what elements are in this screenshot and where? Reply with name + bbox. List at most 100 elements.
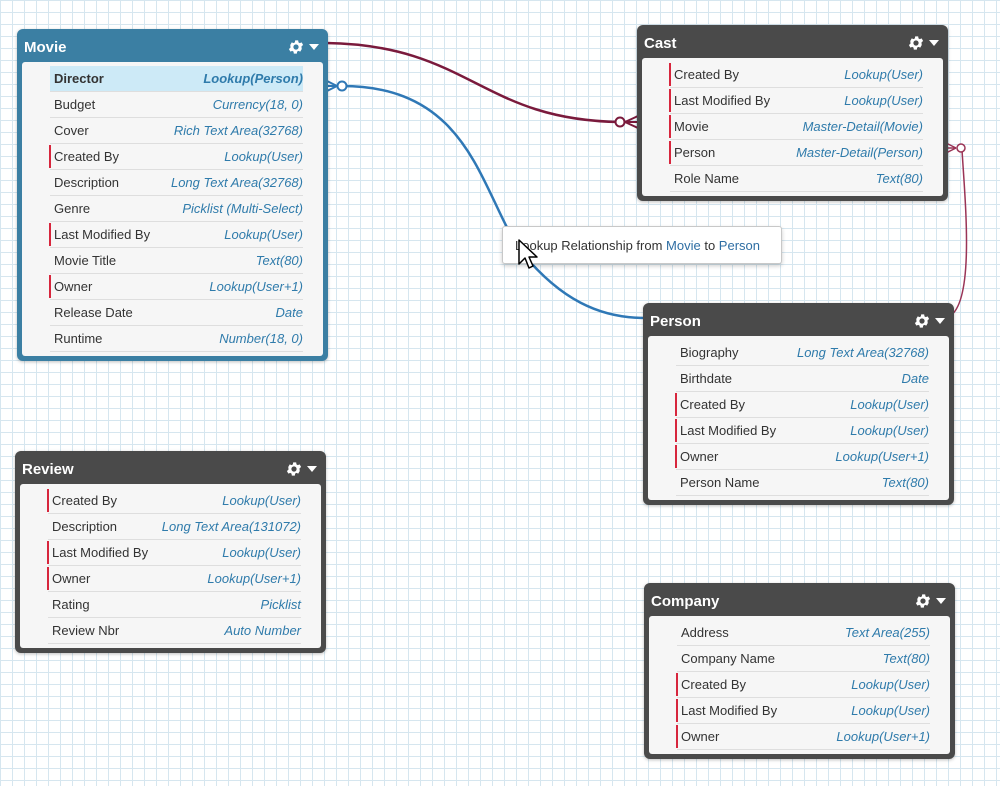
field-row[interactable]: Created By Lookup(User) [47, 488, 301, 514]
field-type: Date [275, 305, 303, 320]
gear-icon [288, 40, 304, 54]
field-type: Lookup(User) [224, 227, 303, 242]
field-row[interactable]: Budget Currency(18, 0) [50, 92, 303, 118]
field-type: Long Text Area(32768) [170, 175, 303, 190]
field-name: Runtime [54, 331, 103, 346]
tooltip-from-object: Movie [666, 237, 701, 253]
movie-cast-master-detail-line[interactable] [325, 41, 621, 124]
field-name: Movie [674, 119, 709, 134]
entity-menu-button[interactable] [287, 38, 319, 56]
field-name: Cover [54, 123, 89, 138]
field-row[interactable]: Description Long Text Area(32768) [50, 170, 303, 196]
field-type: Lookup(User) [844, 93, 923, 108]
cast-crowfoot-movie-icon [614, 115, 639, 129]
field-name: Created By [680, 397, 746, 412]
field-name: Director [54, 71, 104, 86]
field-type: Currency(18, 0) [212, 97, 303, 112]
movie-crowfoot-director-icon [324, 79, 348, 93]
entity-header[interactable]: Cast [640, 28, 945, 58]
field-row[interactable]: Owner Lookup(User+1) [47, 566, 301, 592]
field-name: Budget [54, 97, 96, 112]
entity-title: Movie [24, 38, 67, 56]
field-type: Long Text Area(131072) [161, 519, 301, 534]
field-type: Auto Number [224, 623, 301, 638]
person-cast-master-detail-line[interactable] [949, 149, 968, 317]
field-row[interactable]: Owner Lookup(User+1) [49, 274, 303, 300]
field-name: Genre [54, 201, 91, 216]
field-name: Last Modified By [52, 545, 149, 560]
field-type: Lookup(User+1) [836, 729, 930, 744]
entity-header[interactable]: Person [646, 306, 951, 336]
field-name: Description [54, 175, 120, 190]
field-type: Master-Detail(Person) [796, 145, 923, 160]
field-name: Last Modified By [674, 93, 771, 108]
field-row[interactable]: Movie Title Text(80) [50, 248, 303, 274]
mouse-pointer-icon [518, 239, 538, 269]
field-type: Text(80) [875, 171, 923, 186]
field-type: Date [901, 371, 929, 386]
relationship-tooltip: Lookup Relationship from Movie to Person [502, 226, 782, 264]
entity-header[interactable]: Review [18, 454, 323, 484]
field-name: Created By [674, 67, 740, 82]
entity-menu-button[interactable] [914, 592, 946, 610]
entity-header[interactable]: Movie [20, 32, 325, 62]
field-type: Text Area(255) [844, 625, 930, 640]
field-row[interactable]: Release Date Date [50, 300, 303, 326]
field-name: Created By [52, 493, 118, 508]
entity-menu-button[interactable] [285, 460, 317, 478]
field-name: Last Modified By [681, 703, 778, 718]
field-name: Created By [681, 677, 747, 692]
field-name: Release Date [54, 305, 133, 320]
field-row[interactable]: Director Lookup(Person) [50, 66, 303, 92]
entity-review[interactable]: Review Created By Lookup(User) Description… [15, 451, 326, 653]
field-type: Text(80) [255, 253, 303, 268]
entity-movie[interactable]: Movie Director Lookup(Person) Budget Curren… [17, 29, 328, 361]
field-name: Owner [681, 729, 720, 744]
field-type: Lookup(Person) [203, 71, 303, 86]
field-type: Lookup(User+1) [207, 571, 301, 586]
field-name: Owner [680, 449, 719, 464]
tooltip-middle: to [700, 237, 719, 253]
field-row[interactable]: Movie Master-Detail(Movie) [669, 114, 923, 140]
entity-header[interactable]: Company [647, 586, 952, 616]
field-row[interactable]: Last Modified By Lookup(User) [669, 88, 923, 114]
field-type: Master-Detail(Movie) [802, 119, 923, 134]
field-type: Lookup(User+1) [209, 279, 303, 294]
field-type: Lookup(User) [222, 493, 301, 508]
entity-menu-button[interactable] [907, 34, 939, 52]
field-name: Movie Title [54, 253, 117, 268]
field-type: Lookup(User) [850, 397, 929, 412]
field-type: Picklist [260, 597, 301, 612]
field-row[interactable]: Owner Lookup(User+1) [676, 724, 930, 750]
field-name: Owner [54, 279, 93, 294]
field-row[interactable]: Created By Lookup(User) [675, 392, 929, 418]
field-name: Owner [52, 571, 91, 586]
entity-menu-button[interactable] [913, 312, 945, 330]
